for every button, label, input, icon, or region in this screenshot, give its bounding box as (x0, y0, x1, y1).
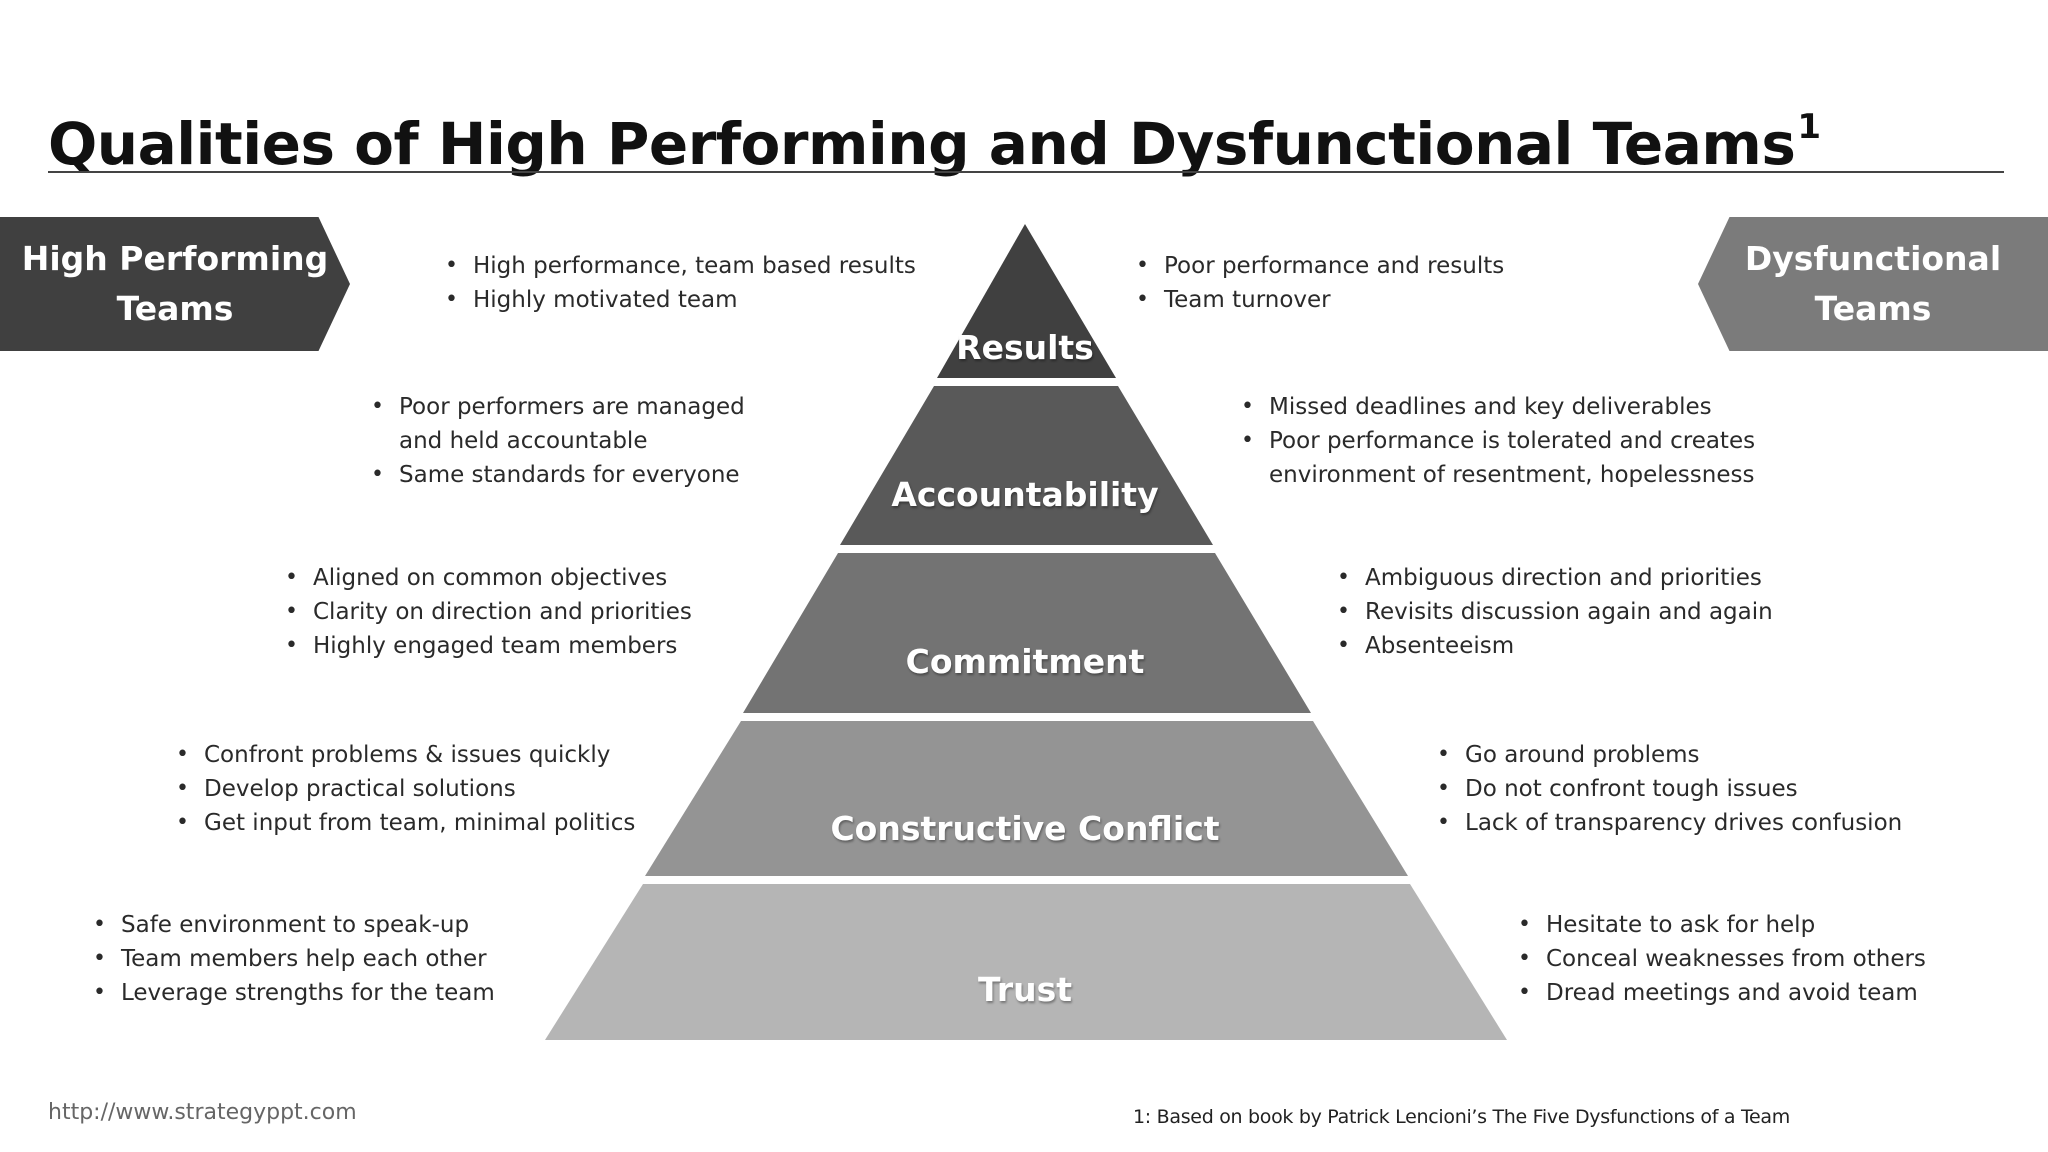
list-item: Get input from team, minimal politics (176, 806, 635, 840)
tier-accountability-label: Accountability (891, 475, 1159, 514)
tier-trust-label: Trust (977, 970, 1073, 1009)
list-item: Develop practical solutions (176, 772, 635, 806)
title-footnote-marker: 1 (1797, 107, 1821, 147)
list-item: Confront problems & issues quickly (176, 738, 635, 772)
list-item: Ambiguous direction and priorities (1337, 561, 1773, 595)
dys-results-list: Poor performance and results Team turnov… (1136, 249, 1504, 317)
list-item: Hesitate to ask for help (1518, 908, 1926, 942)
list-item: Dread meetings and avoid team (1518, 976, 1926, 1010)
list-item: Poor performers are managed (371, 390, 745, 424)
dys-accountability-list: Missed deadlines and key deliverables Po… (1241, 390, 1755, 492)
banner-left-line1: High Performing (21, 239, 329, 278)
dys-commitment-list: Ambiguous direction and priorities Revis… (1337, 561, 1773, 663)
list-item-continuation: environment of resentment, hopelessness (1269, 462, 1755, 488)
dysfunctional-banner: Dysfunctional Teams (1698, 217, 2048, 351)
list-item: environment of resentment, hopelessness (1241, 458, 1755, 492)
tier-accountability-shape (840, 386, 1213, 545)
hp-trust-list: Safe environment to speak-up Team member… (93, 908, 495, 1010)
list-item: Team turnover (1136, 283, 1504, 317)
list-item: Aligned on common objectives (285, 561, 692, 595)
page-title: Qualities of High Performing and Dysfunc… (48, 84, 1821, 187)
tier-commitment-shape (743, 553, 1311, 713)
title-text: Qualities of High Performing and Dysfunc… (48, 110, 1796, 178)
list-item: Highly motivated team (445, 283, 916, 317)
list-item: Clarity on direction and priorities (285, 595, 692, 629)
hp-commitment-list: Aligned on common objectives Clarity on … (285, 561, 692, 663)
list-item: Missed deadlines and key deliverables (1241, 390, 1755, 424)
list-item-continuation: and held accountable (399, 428, 648, 454)
tier-results-shape (937, 224, 1116, 378)
tier-trust-shape (545, 884, 1507, 1040)
source-url: http://www.strategyppt.com (48, 1100, 357, 1125)
high-performing-banner: High Performing Teams (0, 217, 350, 351)
list-item: Do not confront tough issues (1437, 772, 1902, 806)
list-item: and held accountable (371, 424, 745, 458)
banner-left-line2: Teams (116, 289, 234, 328)
banner-right-line2: Teams (1814, 289, 1932, 328)
list-item: Poor performance and results (1136, 249, 1504, 283)
list-item: Go around problems (1437, 738, 1902, 772)
list-item: Safe environment to speak-up (93, 908, 495, 942)
list-item: Absenteeism (1337, 629, 1773, 663)
list-item: High performance, team based results (445, 249, 916, 283)
hp-conflict-list: Confront problems & issues quickly Devel… (176, 738, 635, 840)
tier-conflict-label: Constructive Conflict (830, 809, 1220, 848)
banner-right-line1: Dysfunctional (1744, 239, 2002, 278)
title-divider (48, 171, 2004, 173)
dys-trust-list: Hesitate to ask for help Conceal weaknes… (1518, 908, 1926, 1010)
hp-results-list: High performance, team based results Hig… (445, 249, 916, 317)
tier-results-label: Results (956, 328, 1094, 367)
list-item: Poor performance is tolerated and create… (1241, 424, 1755, 458)
footnote: 1: Based on book by Patrick Lencioni’s T… (1133, 1106, 1790, 1128)
list-item: Same standards for everyone (371, 458, 745, 492)
list-item: Leverage strengths for the team (93, 976, 495, 1010)
list-item: Team members help each other (93, 942, 495, 976)
list-item: Lack of transparency drives confusion (1437, 806, 1902, 840)
hp-accountability-list: Poor performers are managed and held acc… (371, 390, 745, 492)
list-item: Revisits discussion again and again (1337, 595, 1773, 629)
tier-commitment-label: Commitment (905, 642, 1145, 681)
tier-conflict-shape (645, 721, 1408, 876)
dys-conflict-list: Go around problems Do not confront tough… (1437, 738, 1902, 840)
list-item: Highly engaged team members (285, 629, 692, 663)
list-item: Conceal weaknesses from others (1518, 942, 1926, 976)
